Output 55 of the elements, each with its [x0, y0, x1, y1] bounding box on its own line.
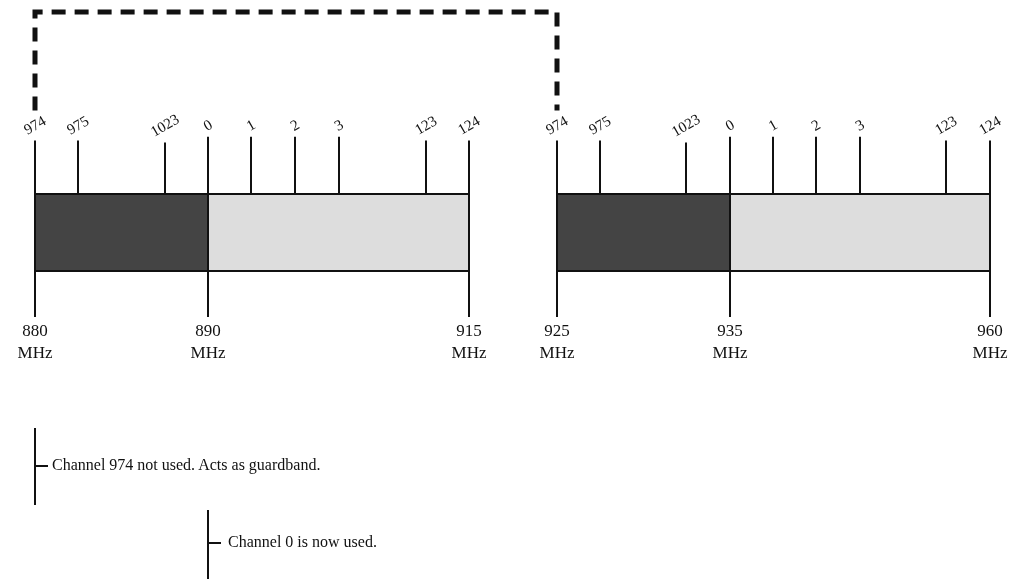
- tick-line: [729, 270, 731, 318]
- channel-number: 974: [543, 113, 571, 138]
- tick-line: [468, 270, 470, 318]
- tick-line: [556, 139, 558, 195]
- channel-number: 1: [766, 117, 780, 134]
- frequency-band: [556, 193, 731, 272]
- tick-line: [989, 139, 991, 195]
- tick-line: [729, 135, 731, 195]
- channel-number: 1023: [669, 111, 703, 140]
- channel-number: 124: [455, 113, 483, 138]
- tick-line: [77, 139, 79, 195]
- frequency-label: 935 MHz: [708, 320, 752, 364]
- channel-number: 974: [21, 113, 49, 138]
- tick-line: [685, 141, 687, 195]
- note-text: Channel 974 not used. Acts as guardband.: [52, 456, 321, 474]
- tick-line: [34, 139, 36, 195]
- channel-number: 975: [64, 113, 92, 138]
- tick-line: [599, 139, 601, 195]
- frequency-band: [207, 193, 470, 272]
- tick-line: [207, 135, 209, 195]
- channel-number: 975: [586, 113, 614, 138]
- channel-number: 1023: [148, 111, 182, 140]
- tick-line: [425, 139, 427, 195]
- channel-number: 124: [976, 113, 1004, 138]
- frequency-label: 960 MHz: [968, 320, 1012, 364]
- channel-number: 123: [412, 113, 440, 138]
- tick-line: [164, 141, 166, 195]
- note-text: Channel 0 is now used.: [228, 533, 377, 551]
- channel-number: 2: [288, 117, 302, 134]
- tick-line: [207, 270, 209, 318]
- channel-number: 1: [244, 117, 258, 134]
- tick-line: [468, 139, 470, 195]
- tick-line: [772, 135, 774, 195]
- channel-number: 123: [932, 113, 960, 138]
- frequency-label: 890 MHz: [186, 320, 230, 364]
- tick-line: [338, 135, 340, 195]
- tick-line: [250, 135, 252, 195]
- channel-number: 3: [853, 117, 867, 134]
- frequency-label: 925 MHz: [535, 320, 579, 364]
- tick-line: [989, 270, 991, 318]
- frequency-label: 880 MHz: [13, 320, 57, 364]
- tick-line: [815, 135, 817, 195]
- channel-number: 0: [723, 117, 737, 134]
- frequency-band: [729, 193, 991, 272]
- frequency-band: [34, 193, 209, 272]
- frequency-label: 915 MHz: [447, 320, 491, 364]
- tick-line: [945, 139, 947, 195]
- tick-line: [859, 135, 861, 195]
- channel-number: 2: [809, 117, 823, 134]
- channel-number: 3: [332, 117, 346, 134]
- tick-line: [294, 135, 296, 195]
- tick-line: [556, 270, 558, 318]
- dashed-connector: [32, 9, 560, 111]
- channel-number: 0: [201, 117, 215, 134]
- tick-line: [34, 270, 36, 318]
